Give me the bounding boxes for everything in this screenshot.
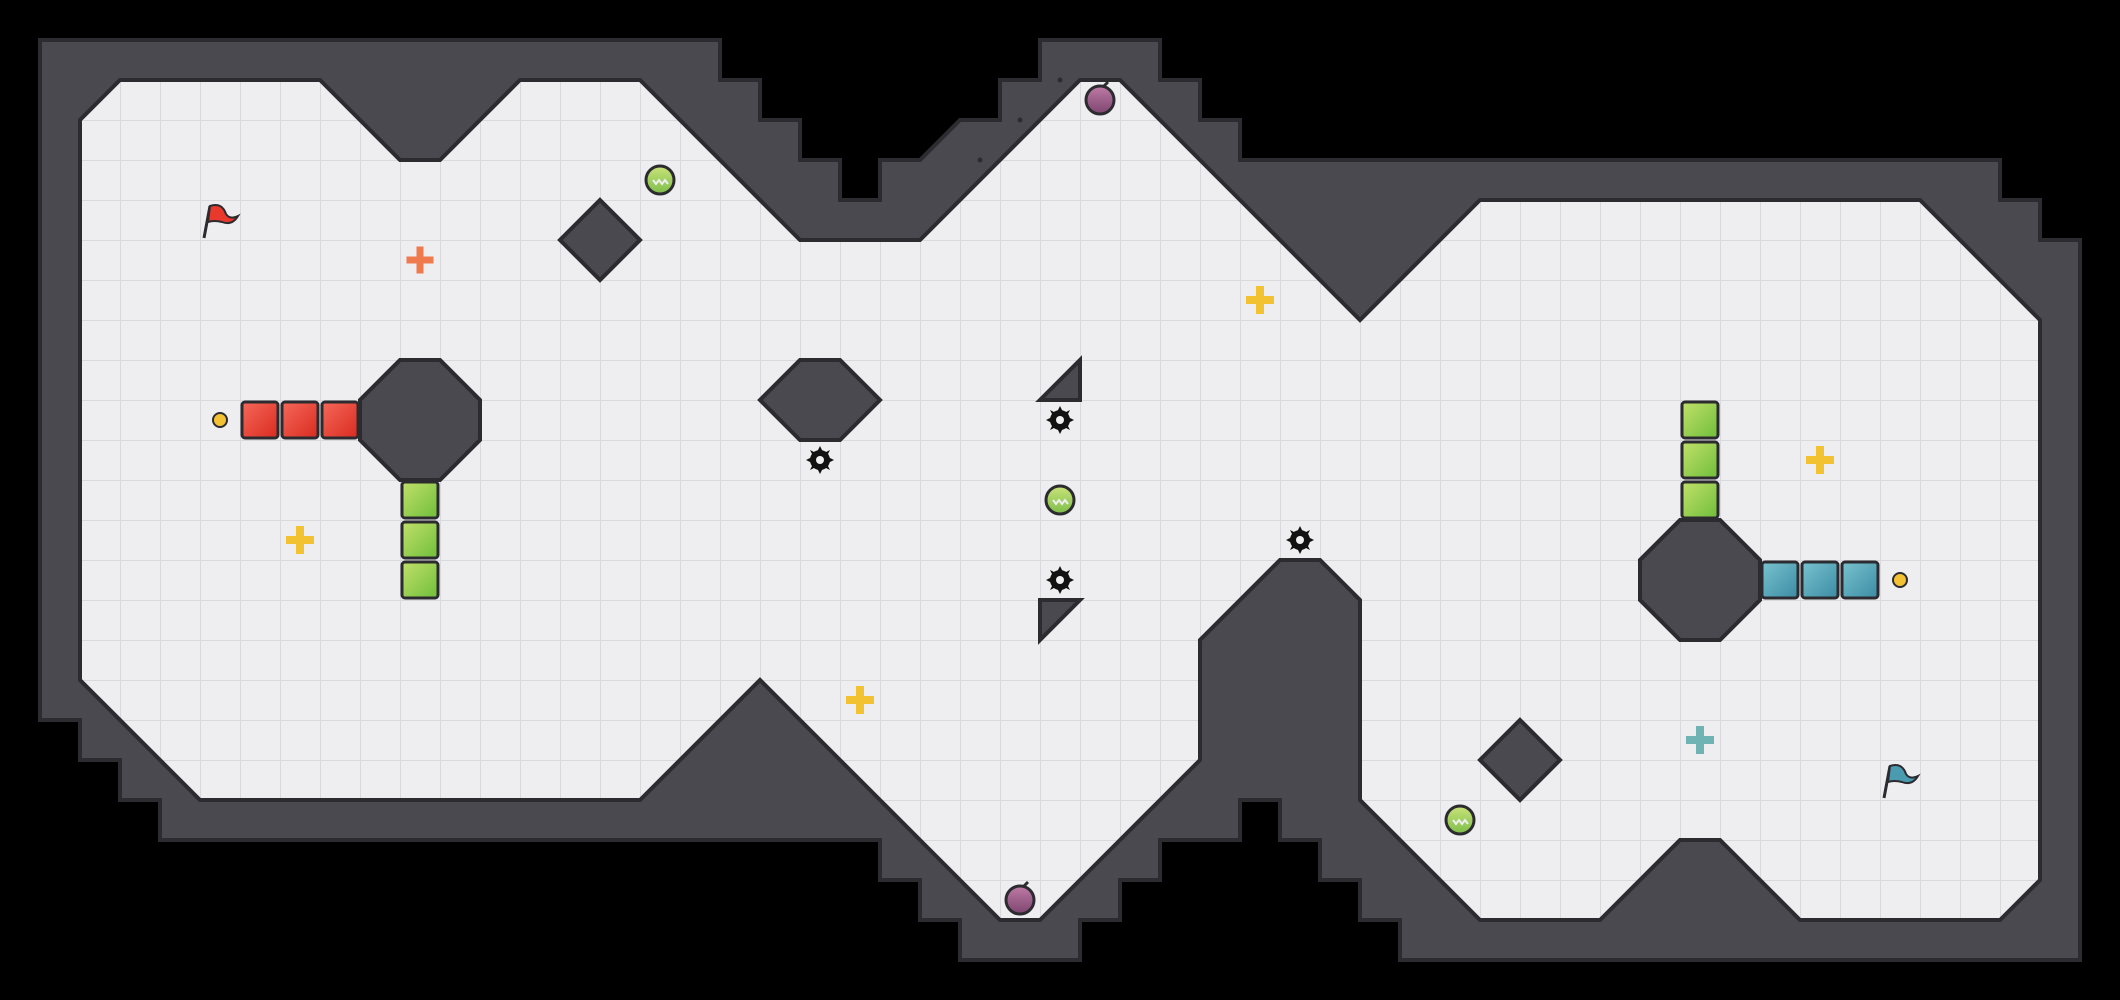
blue-flag-icon[interactable] [1882, 764, 1921, 799]
green-fruit-icon[interactable] [1044, 484, 1076, 516]
stair-dot [1057, 77, 1063, 83]
purple-fruit-icon[interactable] [1004, 880, 1036, 916]
red-snake[interactable] [212, 400, 360, 440]
green-block-segment [400, 480, 440, 520]
green-block-segment [1680, 440, 1720, 480]
stair-dot [1017, 117, 1023, 123]
triangle-obstacle-top [1035, 355, 1082, 402]
diamond-obstacle [557, 197, 643, 283]
diamond-obstacle-right [1477, 717, 1563, 803]
star-icon[interactable] [286, 526, 314, 554]
green-fruit-icon[interactable] [1444, 804, 1476, 836]
spike-icon [806, 446, 834, 474]
green-fruit-icon[interactable] [644, 164, 676, 196]
star-icon[interactable] [846, 686, 874, 714]
triangle-obstacle-bottom [1038, 598, 1085, 645]
star-icon[interactable] [1806, 446, 1834, 474]
blue-snake-segment [1800, 560, 1840, 600]
red-snake-segment [280, 400, 320, 440]
star-icon[interactable] [1246, 286, 1274, 314]
fruits [644, 80, 1476, 916]
spike-icon [1286, 526, 1314, 554]
red-snake-segment [240, 400, 280, 440]
spike-icon [1046, 566, 1074, 594]
green-block-segment [1680, 480, 1720, 520]
red-snake-tail-dot [212, 412, 228, 428]
green-block-segment [400, 520, 440, 560]
octagon-obstacle [358, 358, 482, 482]
stair-dots [977, 77, 1063, 163]
red-snake-head [320, 400, 360, 440]
hexagon-obstacle [757, 358, 883, 442]
purple-fruit-icon[interactable] [1084, 80, 1116, 116]
blue-snake[interactable] [1760, 560, 1908, 600]
stair-dot [977, 157, 983, 163]
blue-snake-tail-dot [1892, 572, 1908, 588]
octagon-obstacle-right [1638, 518, 1762, 642]
spike-icon [1046, 406, 1074, 434]
blue-snake-segment [1840, 560, 1880, 600]
stars [286, 245, 1834, 754]
red-flag-icon[interactable] [202, 204, 241, 239]
star-icon[interactable] [1686, 726, 1714, 754]
green-block-right[interactable] [1680, 400, 1720, 520]
obstacles [358, 197, 1762, 803]
green-block-left[interactable] [400, 480, 440, 600]
green-block-segment [400, 560, 440, 600]
blue-snake-head [1760, 560, 1800, 600]
star-icon[interactable] [405, 245, 435, 275]
spikes [806, 406, 1314, 594]
green-block-segment [1680, 400, 1720, 440]
